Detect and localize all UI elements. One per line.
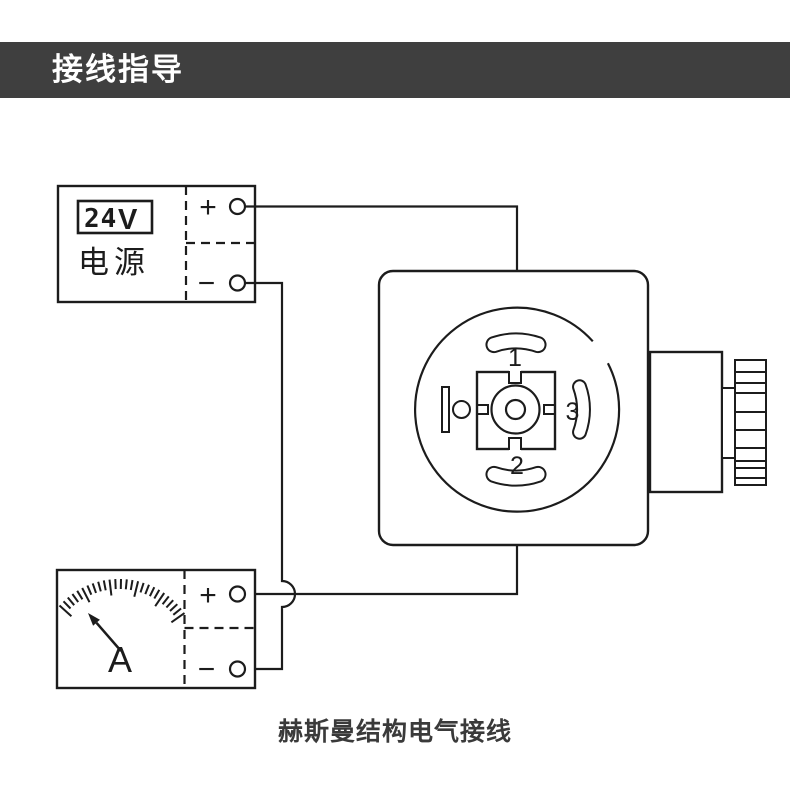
center-screw-inner	[504, 398, 527, 421]
gauge-needle-arrowhead	[88, 613, 100, 626]
gauge-tick	[139, 582, 145, 593]
power-plus-sign: +	[199, 191, 217, 224]
pin1-number: 1	[508, 344, 522, 372]
pin3-contact-slot	[572, 379, 591, 440]
gauge-tick	[154, 592, 166, 607]
gauge-tick	[153, 589, 161, 600]
connector-neck	[721, 387, 736, 459]
pin2-number: 2	[510, 452, 524, 480]
connector-face-circle	[414, 306, 621, 513]
gauge-tick	[133, 581, 140, 598]
power-minus-sign: −	[198, 267, 216, 300]
power-minus-terminal	[228, 274, 247, 292]
gauge-tick	[81, 587, 91, 603]
center-block-bottom-notch	[508, 437, 522, 450]
power-supply-box: 24 V 电源 + −	[56, 184, 257, 304]
gauge-ticks	[58, 578, 186, 624]
ammeter-plus-sign: +	[199, 579, 217, 612]
gauge-tick	[62, 600, 72, 610]
gauge-tick	[58, 604, 73, 617]
gauge-tick	[67, 596, 75, 606]
ammeter-minus-sign: −	[198, 653, 216, 686]
power-plus-terminal	[228, 197, 247, 216]
pin3-number: 3	[566, 398, 580, 426]
gauge-tick	[91, 583, 97, 594]
gauge-tick	[165, 599, 174, 609]
gauge-tick	[108, 579, 113, 596]
keyway-bar	[441, 386, 450, 433]
page-title: 接线指导	[52, 52, 184, 87]
gauge-tick	[172, 607, 182, 616]
gauge-tick	[71, 593, 80, 603]
center-block-top-notch	[508, 371, 522, 384]
gauge-tick	[161, 595, 170, 605]
ammeter-box: A + −	[55, 568, 257, 690]
gauge-tick	[86, 585, 93, 596]
pin2-contact-slot	[485, 465, 547, 487]
voltage-unit: V	[118, 204, 138, 236]
gauge-tick	[124, 579, 128, 590]
center-block-right-tab	[543, 404, 555, 415]
voltage-value: 24	[84, 204, 117, 234]
connector-front-view: 1 2 3	[377, 269, 650, 547]
connector-body-side	[648, 350, 724, 494]
center-block-left-tab	[477, 404, 489, 415]
gauge-tick	[149, 586, 156, 597]
gauge-tick	[76, 590, 84, 600]
pin1-contact-slot	[485, 332, 547, 354]
ammeter-outline	[55, 568, 257, 690]
ammeter-unit-label: A	[108, 639, 132, 680]
gauge-tick	[144, 584, 150, 595]
gauge-tick	[129, 579, 134, 591]
knurled-nut	[734, 359, 767, 486]
gauge-tick	[170, 612, 186, 624]
power-supply-label: 电源	[78, 245, 150, 280]
gauge-tick	[169, 603, 178, 612]
ammeter-plus-terminal	[228, 585, 247, 603]
ammeter-minus-terminal	[228, 660, 247, 678]
voltage-display	[76, 199, 154, 235]
connector-side-view	[648, 350, 767, 494]
knurled-nut-outline	[734, 359, 767, 486]
diagram-caption: 赫斯曼结构电气接线	[277, 718, 512, 746]
gauge-tick	[97, 581, 102, 592]
gauge-tick	[102, 580, 107, 591]
header-bar: 接线指导	[0, 42, 790, 98]
ground-hole	[452, 400, 471, 419]
gauge-needle	[95, 621, 122, 652]
